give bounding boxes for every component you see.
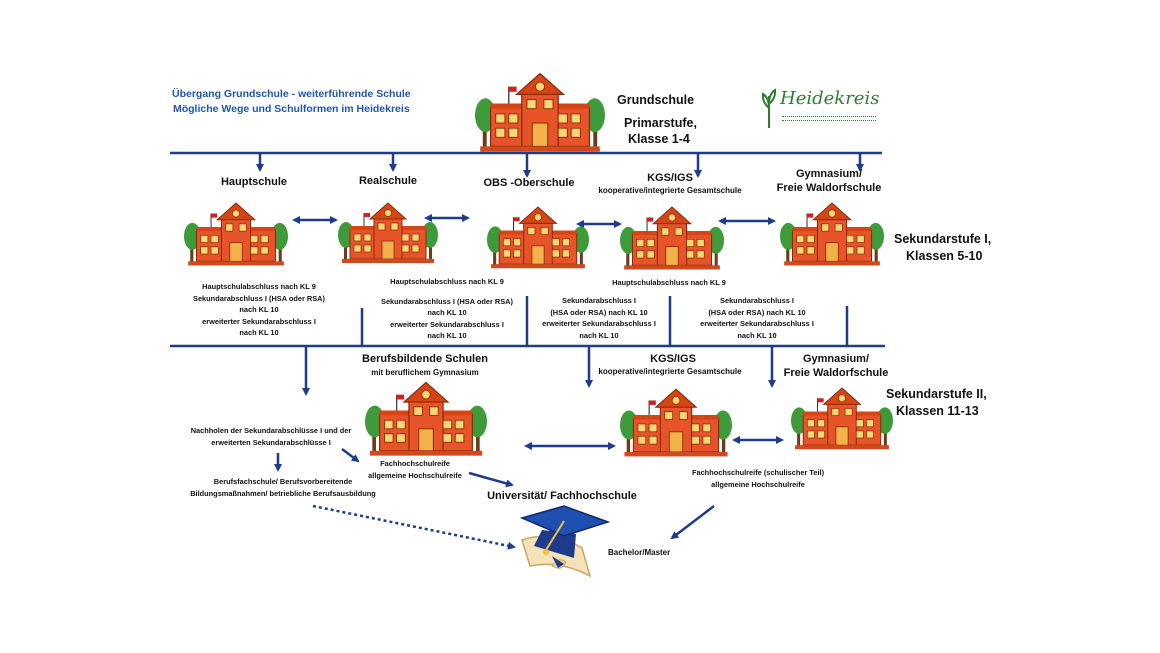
sek1-stage-label: Sekundarstufe I, Klassen 5-10 bbox=[894, 231, 991, 265]
berufs-note: Berufsfachschule/ Berufsvorbereitende Bi… bbox=[190, 476, 376, 499]
note: erweiterter Sekundarabschluss I bbox=[202, 316, 316, 326]
gym-result-note: Fachhochschulreife (schulischer Teil) al… bbox=[692, 467, 824, 490]
sek1-stage-line2: Klassen 5-10 bbox=[906, 249, 983, 263]
realschule-label: Realschule bbox=[358, 175, 418, 187]
degree-label: Bachelor/Master bbox=[608, 548, 671, 557]
logo-text: Heidekreis bbox=[780, 88, 880, 109]
note: erweiterter Sekundarabschluss I bbox=[390, 319, 504, 329]
kgs-igs-2-label: KGS/IGS bbox=[650, 353, 696, 365]
kgs-igs-label: KGS/IGS bbox=[647, 172, 693, 184]
gymnasium-building-icon bbox=[780, 202, 884, 266]
kgs-igs-2-sub: kooperative/integrierte Gesamtschule bbox=[598, 367, 742, 376]
note: Hauptschulabschluss nach KL 9 bbox=[202, 282, 316, 291]
note: nach KL 10 bbox=[579, 330, 619, 340]
sek2-stage-line2: Klassen 11-13 bbox=[896, 404, 979, 418]
sek2-stage-label: Sekundarstufe II, Klassen 11-13 bbox=[886, 386, 987, 420]
grundschule-label: Grundschule bbox=[617, 93, 695, 107]
note: erweiterten Sekundarabschlüsse I bbox=[211, 437, 331, 447]
logo-underline bbox=[782, 116, 876, 121]
kgs-igs-sub: kooperative/integrierte Gesamtschule bbox=[598, 186, 742, 195]
primarstufe-label: Primarstufe, bbox=[624, 116, 697, 130]
note: (HSA oder RSA) nach KL 10 bbox=[550, 307, 648, 317]
kgs-building-icon bbox=[620, 206, 724, 270]
obs-kgs-top-note: Hauptschulabschluss nach KL 9 bbox=[612, 278, 726, 287]
hauptschule-building-icon bbox=[184, 202, 288, 266]
title-line-1: Übergang Grundschule - weiterführende Sc… bbox=[172, 88, 411, 100]
title-line-2: Mögliche Wege und Schulformen im Heidekr… bbox=[172, 103, 410, 115]
note: Sekundarabschluss I (HSA oder RSA) bbox=[193, 293, 325, 303]
note: allgemeine Hochschulreife bbox=[368, 470, 462, 480]
kgs2-building-icon bbox=[620, 388, 732, 457]
gymnasium-line2: Freie Waldorfschule bbox=[776, 182, 882, 194]
note: Fachhochschulreife (schulischer Teil) bbox=[691, 468, 825, 477]
note: nach KL 10 bbox=[427, 331, 467, 340]
gymnasium-label: Gymnasium/ Freie Waldorfschule bbox=[777, 167, 882, 195]
note: erweiterter Sekundarabschluss I bbox=[542, 319, 656, 328]
sek2-stage-line1: Sekundarstufe II, bbox=[886, 387, 987, 401]
note: (HSA oder RSA) nach KL 10 bbox=[708, 307, 806, 317]
note: allgemeine Hochschulreife bbox=[711, 479, 805, 489]
hauptschule-notes: Hauptschulabschluss nach KL 9 Sekundarab… bbox=[193, 281, 325, 339]
grundschule-building-icon bbox=[475, 72, 605, 152]
note: Berufsfachschule/ Berufsvorbereitende bbox=[213, 477, 353, 486]
gymnasium-2-line1: Gymnasium/ bbox=[802, 353, 870, 365]
obs-building-icon bbox=[487, 206, 589, 269]
note: Sekundarabschluss I bbox=[720, 296, 794, 305]
university-label: Universität/ Fachhochschule bbox=[487, 490, 637, 502]
bbs-sub: mit beruflichem Gymnasium bbox=[371, 368, 479, 377]
note: Sekundarabschluss I (HSA oder RSA) bbox=[381, 296, 513, 306]
note: nach KL 10 bbox=[427, 308, 467, 317]
note: erweiterter Sekundarabschluss I bbox=[700, 319, 814, 328]
obs-label: OBS -Oberschule bbox=[483, 177, 575, 189]
klasse-1-4-label: Klasse 1-4 bbox=[628, 132, 690, 146]
hauptschule-label: Hauptschule bbox=[220, 176, 288, 188]
bbs-label: Berufsbildende Schulen bbox=[362, 353, 488, 365]
note: Sekundarabschluss I bbox=[562, 296, 636, 305]
obs-notes: Sekundarabschluss I (HSA oder RSA) nach … bbox=[542, 295, 656, 341]
tree-logo-icon bbox=[761, 88, 777, 128]
bbs-building-icon bbox=[365, 381, 487, 456]
note: nach KL 10 bbox=[737, 330, 777, 340]
realschule-building-icon bbox=[338, 202, 438, 263]
note: Nachholen der Sekundarabschlüsse I und d… bbox=[190, 426, 352, 435]
note: Hauptschulabschluss nach KL 9 bbox=[390, 277, 504, 286]
heidekreis-logo: Heidekreis bbox=[758, 84, 882, 130]
realschule-notes: Hauptschulabschluss nach KL 9 Sekundarab… bbox=[381, 276, 513, 342]
note: nach KL 10 bbox=[239, 328, 279, 337]
note: Bildungsmaßnahmen/ betriebliche Berufsau… bbox=[190, 488, 376, 498]
gymnasium-line1: Gymnasium/ bbox=[795, 168, 863, 180]
gym-notes: Sekundarabschluss I (HSA oder RSA) nach … bbox=[700, 295, 814, 341]
sek1-stage-line1: Sekundarstufe I, bbox=[894, 232, 992, 246]
note: Fachhochschulreife bbox=[380, 459, 450, 468]
nachholen-note: Nachholen der Sekundarabschlüsse I und d… bbox=[191, 425, 352, 448]
gymnasium-2-label: Gymnasium/ Freie Waldorfschule bbox=[784, 352, 889, 380]
graduation-cap-icon bbox=[519, 505, 611, 578]
gymnasium2-building-icon bbox=[791, 387, 893, 450]
bbs-result-note: Fachhochschulreife allgemeine Hochschulr… bbox=[368, 458, 462, 481]
gymnasium-2-line2: Freie Waldorfschule bbox=[783, 367, 889, 379]
note: nach KL 10 bbox=[239, 305, 279, 314]
diagram-title: Übergang Grundschule - weiterführende Sc… bbox=[172, 87, 411, 117]
